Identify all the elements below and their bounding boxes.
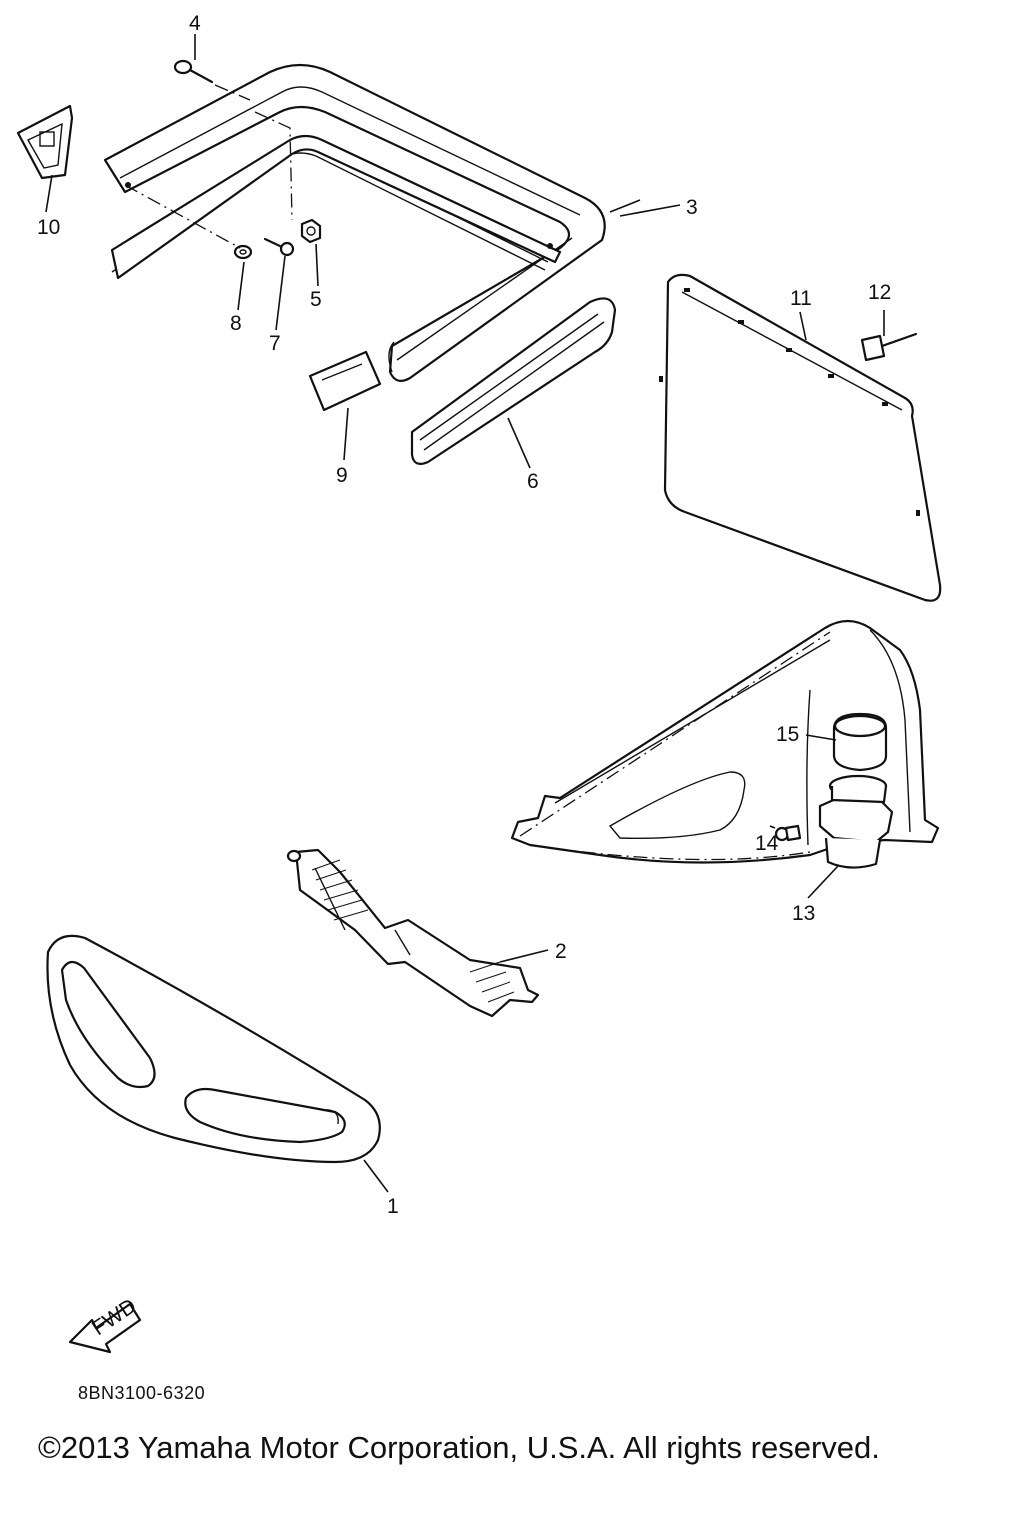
callout-3: 3: [686, 196, 698, 219]
callout-14: 14: [755, 832, 779, 855]
callout-labels: 4 3 10 5 8 7 9 6 11 12 15 14 13 2 1: [37, 12, 891, 1218]
part-6-lower-rail: [410, 297, 617, 465]
callout-8: 8: [230, 312, 242, 335]
leader-lines: [45, 34, 885, 1193]
part-8-washer: [233, 244, 253, 260]
callout-6: 6: [527, 470, 539, 493]
part-12-rivet: [860, 332, 918, 362]
part-10-end-cap: [16, 104, 74, 180]
copyright-notice: ©2013 Yamaha Motor Corporation, U.S.A. A…: [38, 1430, 880, 1465]
callout-10: 10: [37, 216, 60, 239]
callout-5: 5: [310, 288, 322, 311]
part-15-grommet: [832, 712, 888, 772]
part-1-front-cover: [46, 934, 381, 1164]
part-2-grille: [286, 848, 540, 1018]
part-9-pad: [308, 350, 382, 412]
diagram-code: 8BN3100-6320: [78, 1383, 206, 1403]
callout-12: 12: [868, 281, 891, 304]
callout-9: 9: [336, 464, 348, 487]
part-7-screw: [263, 237, 295, 257]
callout-4: 4: [189, 12, 201, 35]
part-14-clip: [774, 824, 802, 842]
callout-2: 2: [555, 940, 567, 963]
callout-7: 7: [269, 332, 281, 355]
callout-11: 11: [790, 287, 812, 310]
part-4-screw: [173, 59, 214, 84]
callout-13: 13: [792, 902, 815, 925]
callout-1: 1: [387, 1195, 399, 1218]
part-3-trim-rail: [103, 63, 606, 383]
part-5-nut: [300, 218, 322, 244]
fwd-arrow: FWD: [68, 1294, 142, 1354]
callout-15: 15: [776, 723, 799, 746]
part-13-lamp-housing: [818, 774, 894, 869]
part-11-panel: [659, 273, 942, 602]
